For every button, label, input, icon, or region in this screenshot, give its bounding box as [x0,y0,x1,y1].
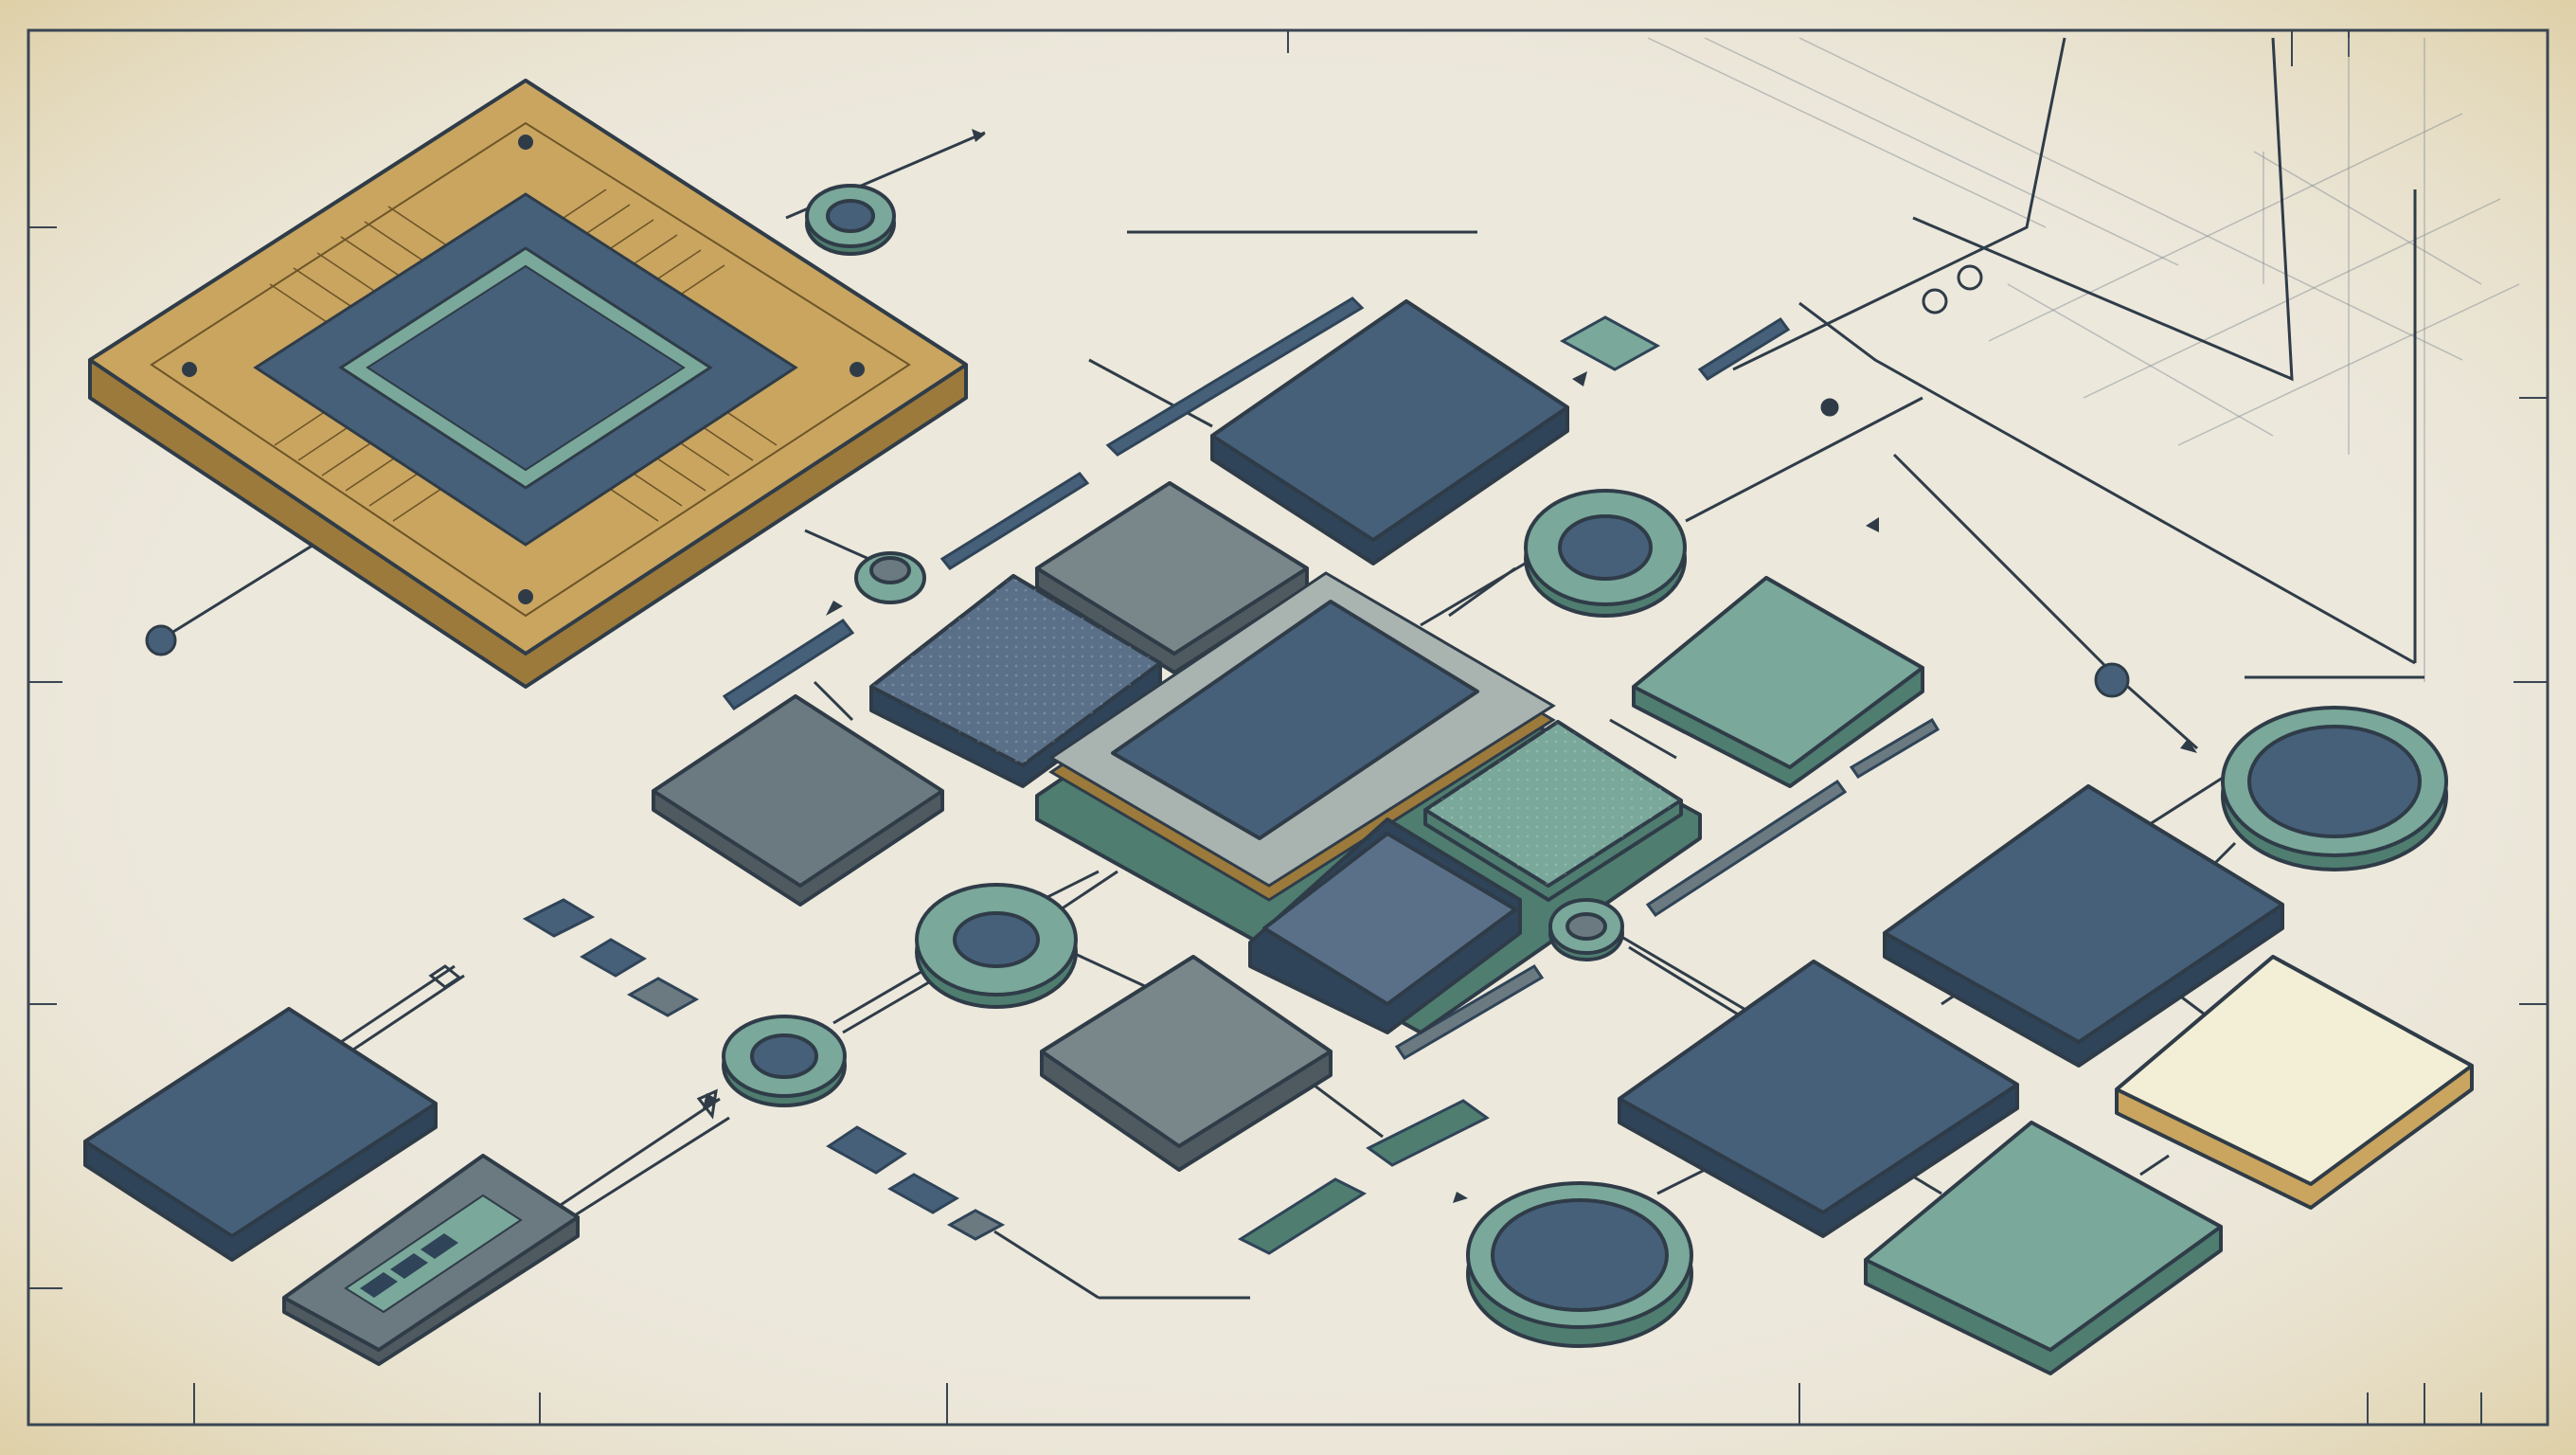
chevron-markers [428,964,718,1120]
bus-node [915,883,1078,1009]
register-block [1248,817,1522,1034]
construction-grid [1647,37,2520,682]
core-stack-top [1111,600,1479,840]
io-block-bottom [1040,955,1333,1172]
storage-block-left [83,1007,438,1262]
storage-block-right-top [1883,784,2284,1068]
dash-marker [939,472,1090,570]
dash-marker [946,1209,1006,1241]
ssd-module [282,1154,580,1366]
cpu-pin-dot [518,589,533,604]
cache-block-teal-bottom [1864,1121,2223,1375]
bus-node [1466,1181,1693,1348]
core-stack [1035,571,1702,1034]
bus-nodes [722,184,2448,1348]
dash-marker [1559,315,1661,371]
bus-node [805,184,896,256]
dash-marker [722,618,855,711]
memory-block-top [1210,299,1569,566]
bus-node [854,551,926,604]
dash-marker [887,1173,959,1214]
bus-node [1548,898,1624,961]
dash-marker [626,977,700,1017]
storage-block-right-mid [1618,960,2019,1238]
cpu-chip-inner-border [150,121,911,618]
dash-marker [1237,1177,1368,1255]
dash-marker [522,898,596,938]
bus-node [722,1015,847,1107]
dash-markers [522,296,1941,1255]
ring-markers [1922,264,1983,314]
cpu-pin-dot [182,362,197,377]
cpu-chip [88,79,968,689]
ssd-cells [360,1233,458,1298]
terminal-dots [145,398,2130,698]
dash-marker [1366,1099,1490,1167]
io-block [652,694,944,907]
cache-block-gray [1035,481,1309,674]
dash-marker [1645,779,1848,918]
dash-marker [580,938,647,978]
cpu-die-core [366,264,686,472]
frame-ticks [28,30,2548,1425]
dash-marker [1849,717,1941,780]
circuit-traces-top-right [1127,37,2424,679]
dash-marker [1105,296,1365,457]
cpu-pin-dot [518,135,533,150]
cache-block-teal-right [1632,576,1924,788]
dash-marker [1394,963,1545,1061]
bus-node [1524,489,1687,618]
bus-node [2221,706,2448,871]
highlight-block [2115,955,2474,1210]
dash-marker [1697,316,1791,381]
cache-block-teal-center [1423,720,1683,902]
arrow-heads [703,129,2197,1203]
cpu-pin-dot [850,362,865,377]
dash-marker [826,1125,907,1175]
